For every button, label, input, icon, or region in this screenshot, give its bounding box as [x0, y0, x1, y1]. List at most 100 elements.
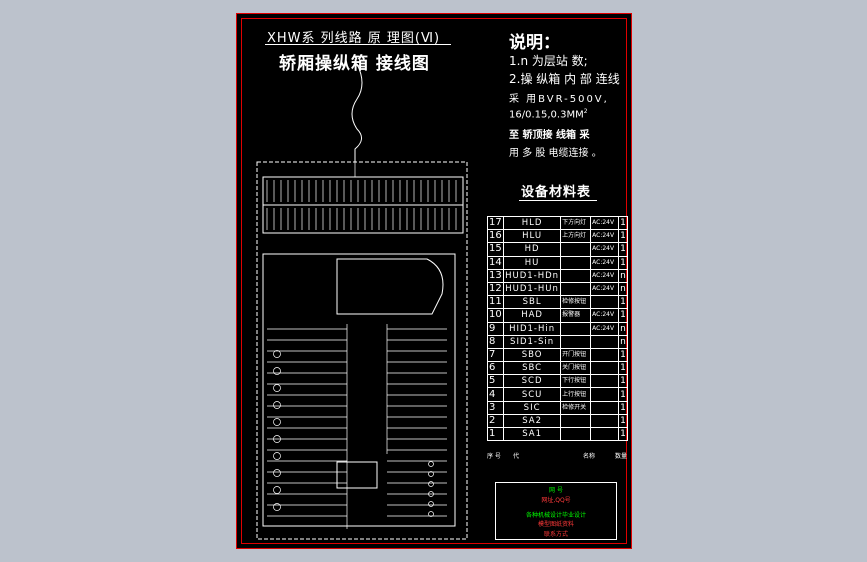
bom-cell-spec — [590, 361, 620, 376]
bom-cell-no: 9 — [486, 321, 505, 336]
bom-cell-name: 下行按钮 — [560, 374, 592, 389]
bom-cell-code: HU — [503, 255, 562, 270]
lamp-symbol — [273, 469, 281, 477]
bom-cell-name: 上行按钮 — [560, 387, 592, 402]
bom-cell-code: HAD — [503, 308, 562, 323]
bom-cell-no: 1 — [486, 426, 505, 442]
title-underline — [265, 44, 451, 45]
bom-cell-qty: 1 — [618, 374, 628, 389]
bom-cell-code: HID1-Hin — [503, 321, 562, 336]
title-series: XHW系 列线路 原 理图(Ⅵ) — [267, 31, 441, 46]
note-line: 至 轿顶接 线箱 采 — [509, 130, 590, 141]
bom-cell-no: 5 — [486, 374, 505, 389]
bom-footer-col: 代 — [513, 453, 520, 460]
bom-cell-spec — [590, 387, 620, 402]
bom-cell-spec: AC:24V — [590, 255, 620, 270]
bom-cell-spec: AC:24V — [590, 229, 620, 244]
bom-cell-name: 上方向灯 — [560, 229, 592, 244]
note-line: 用 多 股 电缆连接 。 — [509, 148, 602, 159]
box-outline — [256, 161, 468, 540]
bom-cell-code: SA1 — [503, 426, 562, 442]
stamp-line: 联系方式 — [543, 531, 568, 538]
bom-cell-code: SBL — [503, 295, 562, 310]
bom-cell-no: 14 — [486, 255, 505, 270]
bom-cell-no: 3 — [486, 400, 505, 415]
note-line: 1.n 为层站 数; — [509, 54, 588, 68]
bom-footer-col: 序 号 — [487, 453, 501, 460]
bom-cell-no: 15 — [486, 242, 505, 257]
lamp-symbol — [273, 486, 281, 494]
lamp-symbol — [273, 503, 281, 511]
wiring-diagram — [256, 63, 468, 540]
bom-cell-code: SA2 — [503, 413, 562, 429]
bom-cell-name — [560, 426, 592, 442]
bom-cell-qty: n — [618, 321, 628, 336]
floor-display — [336, 461, 378, 489]
bom-cell-no: 7 — [486, 347, 505, 363]
bom-cell-name — [560, 242, 592, 257]
bom-cell-spec — [590, 334, 620, 349]
stamp-line: 网 号 — [549, 487, 563, 494]
bom-cell-spec: AC:24V — [590, 215, 620, 231]
bom-cell-code: SBC — [503, 361, 562, 376]
bom-cell-no: 13 — [486, 268, 505, 283]
bom-cell-code: HLU — [503, 229, 562, 244]
bom-cell-qty: 1 — [618, 361, 628, 376]
cable-wave — [351, 63, 363, 162]
bom-cell-qty: 1 — [618, 426, 628, 442]
bom-cell-no: 2 — [486, 413, 505, 429]
bom-cell-name: 报警器 — [560, 308, 592, 323]
bom-cell-spec: AC:24V — [590, 321, 620, 336]
bom-cell-code: HLD — [503, 215, 562, 231]
bom-cell-spec — [590, 400, 620, 415]
bom-cell-qty: 1 — [618, 413, 628, 429]
bom-cell-spec — [590, 374, 620, 389]
lamp-symbol — [273, 350, 281, 358]
bom-cell-name — [560, 413, 592, 429]
bom-cell-qty: 1 — [618, 295, 628, 310]
bom-cell-code: HUD1-HUn — [503, 281, 562, 297]
bom-cell-name: 关门按钮 — [560, 361, 592, 376]
bom-footer-col: 数量 — [615, 453, 628, 460]
bom-cell-spec: AC:24V — [590, 242, 620, 257]
lamp-symbol — [428, 501, 434, 507]
bom-cell-spec — [590, 413, 620, 429]
bom-cell-qty: 1 — [618, 400, 628, 415]
note-line: 16/0.15,0.3MM2 — [509, 108, 588, 121]
bom-cell-spec — [590, 347, 620, 363]
bom-cell-name — [560, 268, 592, 283]
bom-cell-no: 10 — [486, 308, 505, 323]
bom-heading-underline — [519, 200, 597, 201]
bom-cell-code: SCU — [503, 387, 562, 402]
stamp-line: 网址,QQ号 — [541, 497, 571, 504]
bom-cell-code: HD — [503, 242, 562, 257]
bom-cell-no: 6 — [486, 361, 505, 376]
notes-heading: 说明： — [509, 33, 560, 53]
lamp-symbol — [273, 452, 281, 460]
bom-cell-code: SBO — [503, 347, 562, 363]
lamp-symbol — [428, 481, 434, 487]
bom-cell-qty: 1 — [618, 229, 628, 244]
bom-cell-qty: 1 — [618, 308, 628, 323]
bom-cell-qty: 1 — [618, 242, 628, 257]
lamp-symbol — [428, 461, 434, 467]
bom-cell-spec — [590, 426, 620, 442]
bom-cell-code: SID1-Sin — [503, 334, 562, 349]
bom-cell-no: 16 — [486, 229, 505, 244]
bom-cell-qty: n — [618, 268, 628, 283]
bom-heading: 设备材料表 — [521, 185, 592, 200]
